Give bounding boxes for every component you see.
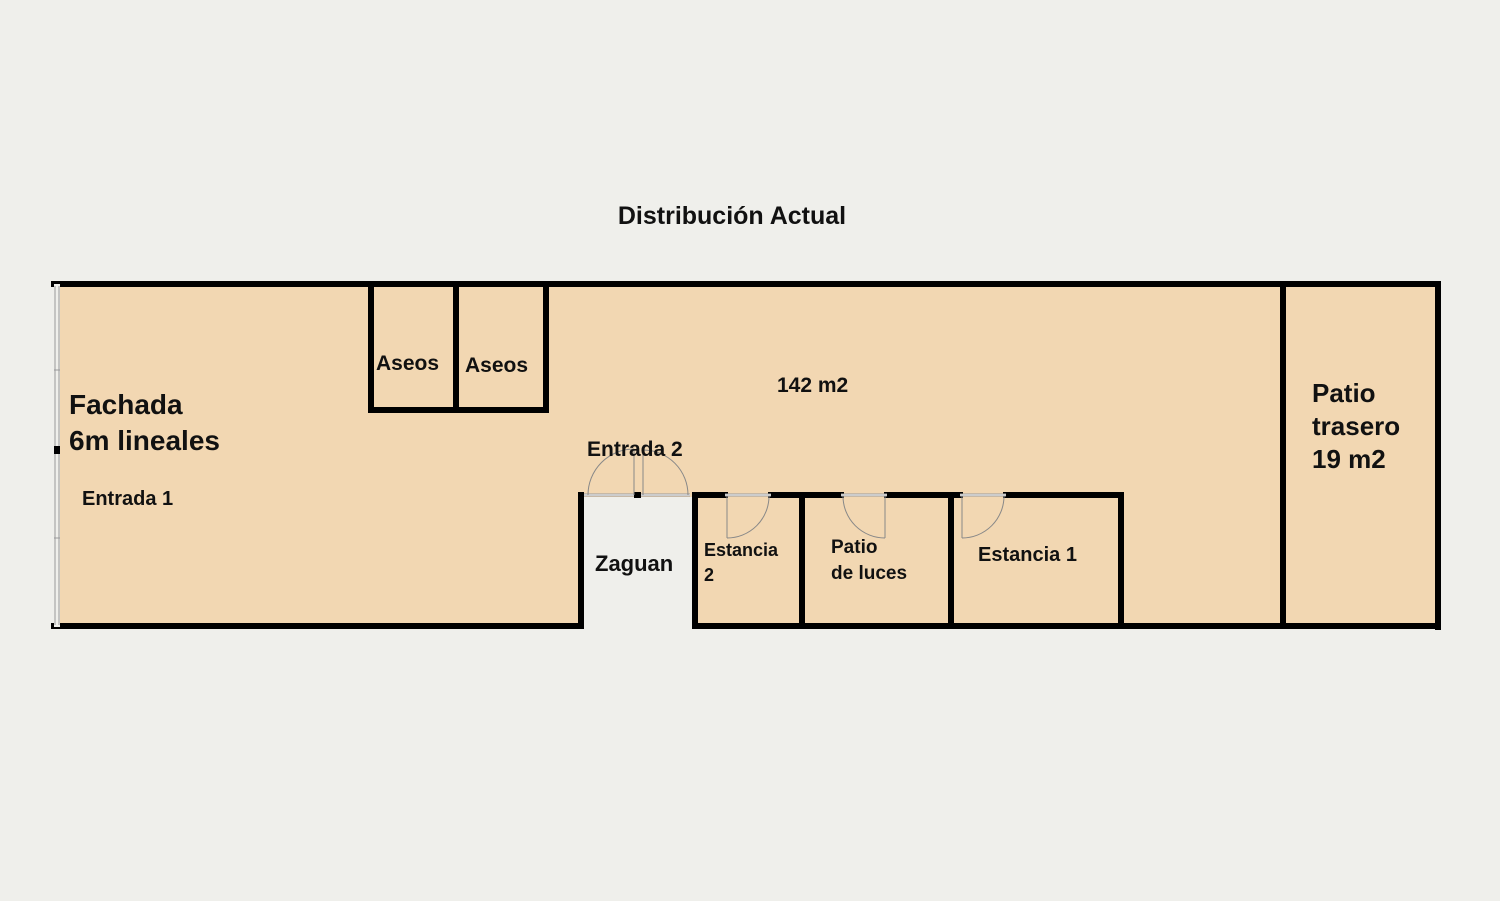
light-patio-label: Patio [831,537,877,558]
plan-title: Distribución Actual [618,202,846,230]
outer-walls [51,281,1441,630]
back-patio-sublabel: trasero [1312,411,1400,441]
back-patio-area-label: 19 m2 [1312,444,1386,474]
toilet-a-label: Aseos [376,352,439,375]
toilet-walls [368,284,549,413]
light-patio-sublabel: de luces [831,563,907,584]
floor-area [56,284,1438,626]
room-2-door [725,493,771,539]
room-2-label: Estancia [704,540,779,560]
entrance-2-door [584,448,690,498]
room-walls [692,492,1124,629]
back-patio-label: Patio [1312,378,1376,408]
toilet-b-label: Aseos [465,354,528,377]
hallway-label: Zaguan [595,551,673,576]
facade-window [54,284,60,627]
entrance-2-label: Entrada 2 [587,438,683,461]
room-2-number-label: 2 [704,565,714,585]
light-patio-door [841,493,887,539]
main-area-label: 142 m2 [777,374,848,397]
room-1-label: Estancia 1 [978,544,1077,566]
hallway-area [583,497,694,628]
facade-label: Fachada [69,389,183,420]
facade-length-label: 6m lineales [69,425,220,456]
entrance-1-label: Entrada 1 [82,488,173,510]
room-1-door [960,493,1006,539]
